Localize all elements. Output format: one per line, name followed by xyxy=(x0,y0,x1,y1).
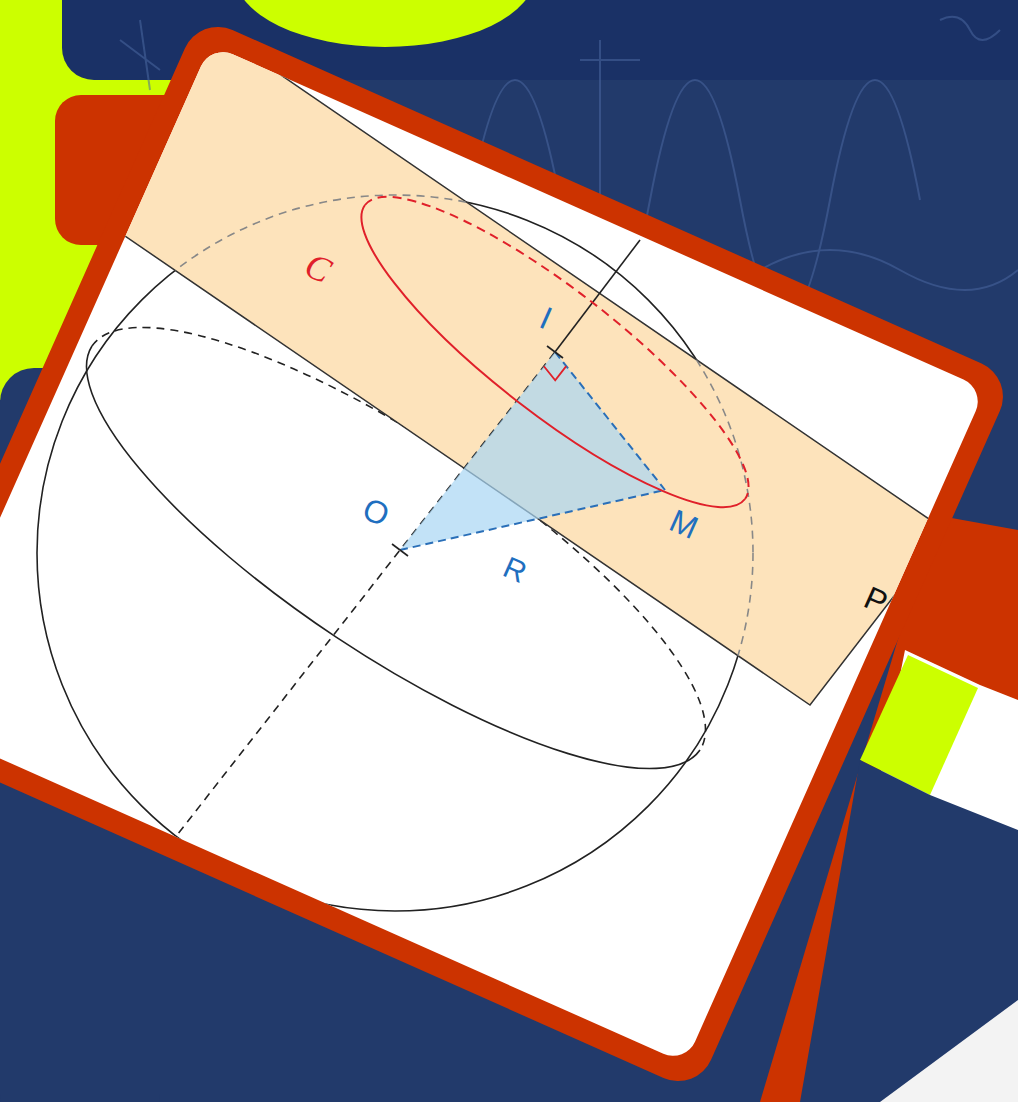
point-tick xyxy=(547,346,563,358)
point-label: I xyxy=(535,302,556,335)
figure xyxy=(0,0,945,911)
axis-line xyxy=(555,240,640,352)
lime-blob xyxy=(235,0,535,47)
circle-c-front xyxy=(361,205,745,507)
point-label: O xyxy=(358,492,394,531)
white-card xyxy=(880,1000,1018,1102)
right-triangle xyxy=(400,352,665,550)
point-label: M xyxy=(665,504,702,544)
circle-name: C xyxy=(300,247,337,290)
sphere-hidden xyxy=(37,195,753,911)
radius-im xyxy=(555,352,665,490)
radius-label: R xyxy=(499,552,531,588)
plane-p xyxy=(0,0,945,705)
right-angle-mark xyxy=(544,366,566,380)
plane-label: P xyxy=(860,581,893,619)
navy-panel xyxy=(800,760,1018,1102)
circle-c-back xyxy=(365,197,749,499)
point-tick xyxy=(392,544,408,556)
radius-om xyxy=(400,490,665,550)
